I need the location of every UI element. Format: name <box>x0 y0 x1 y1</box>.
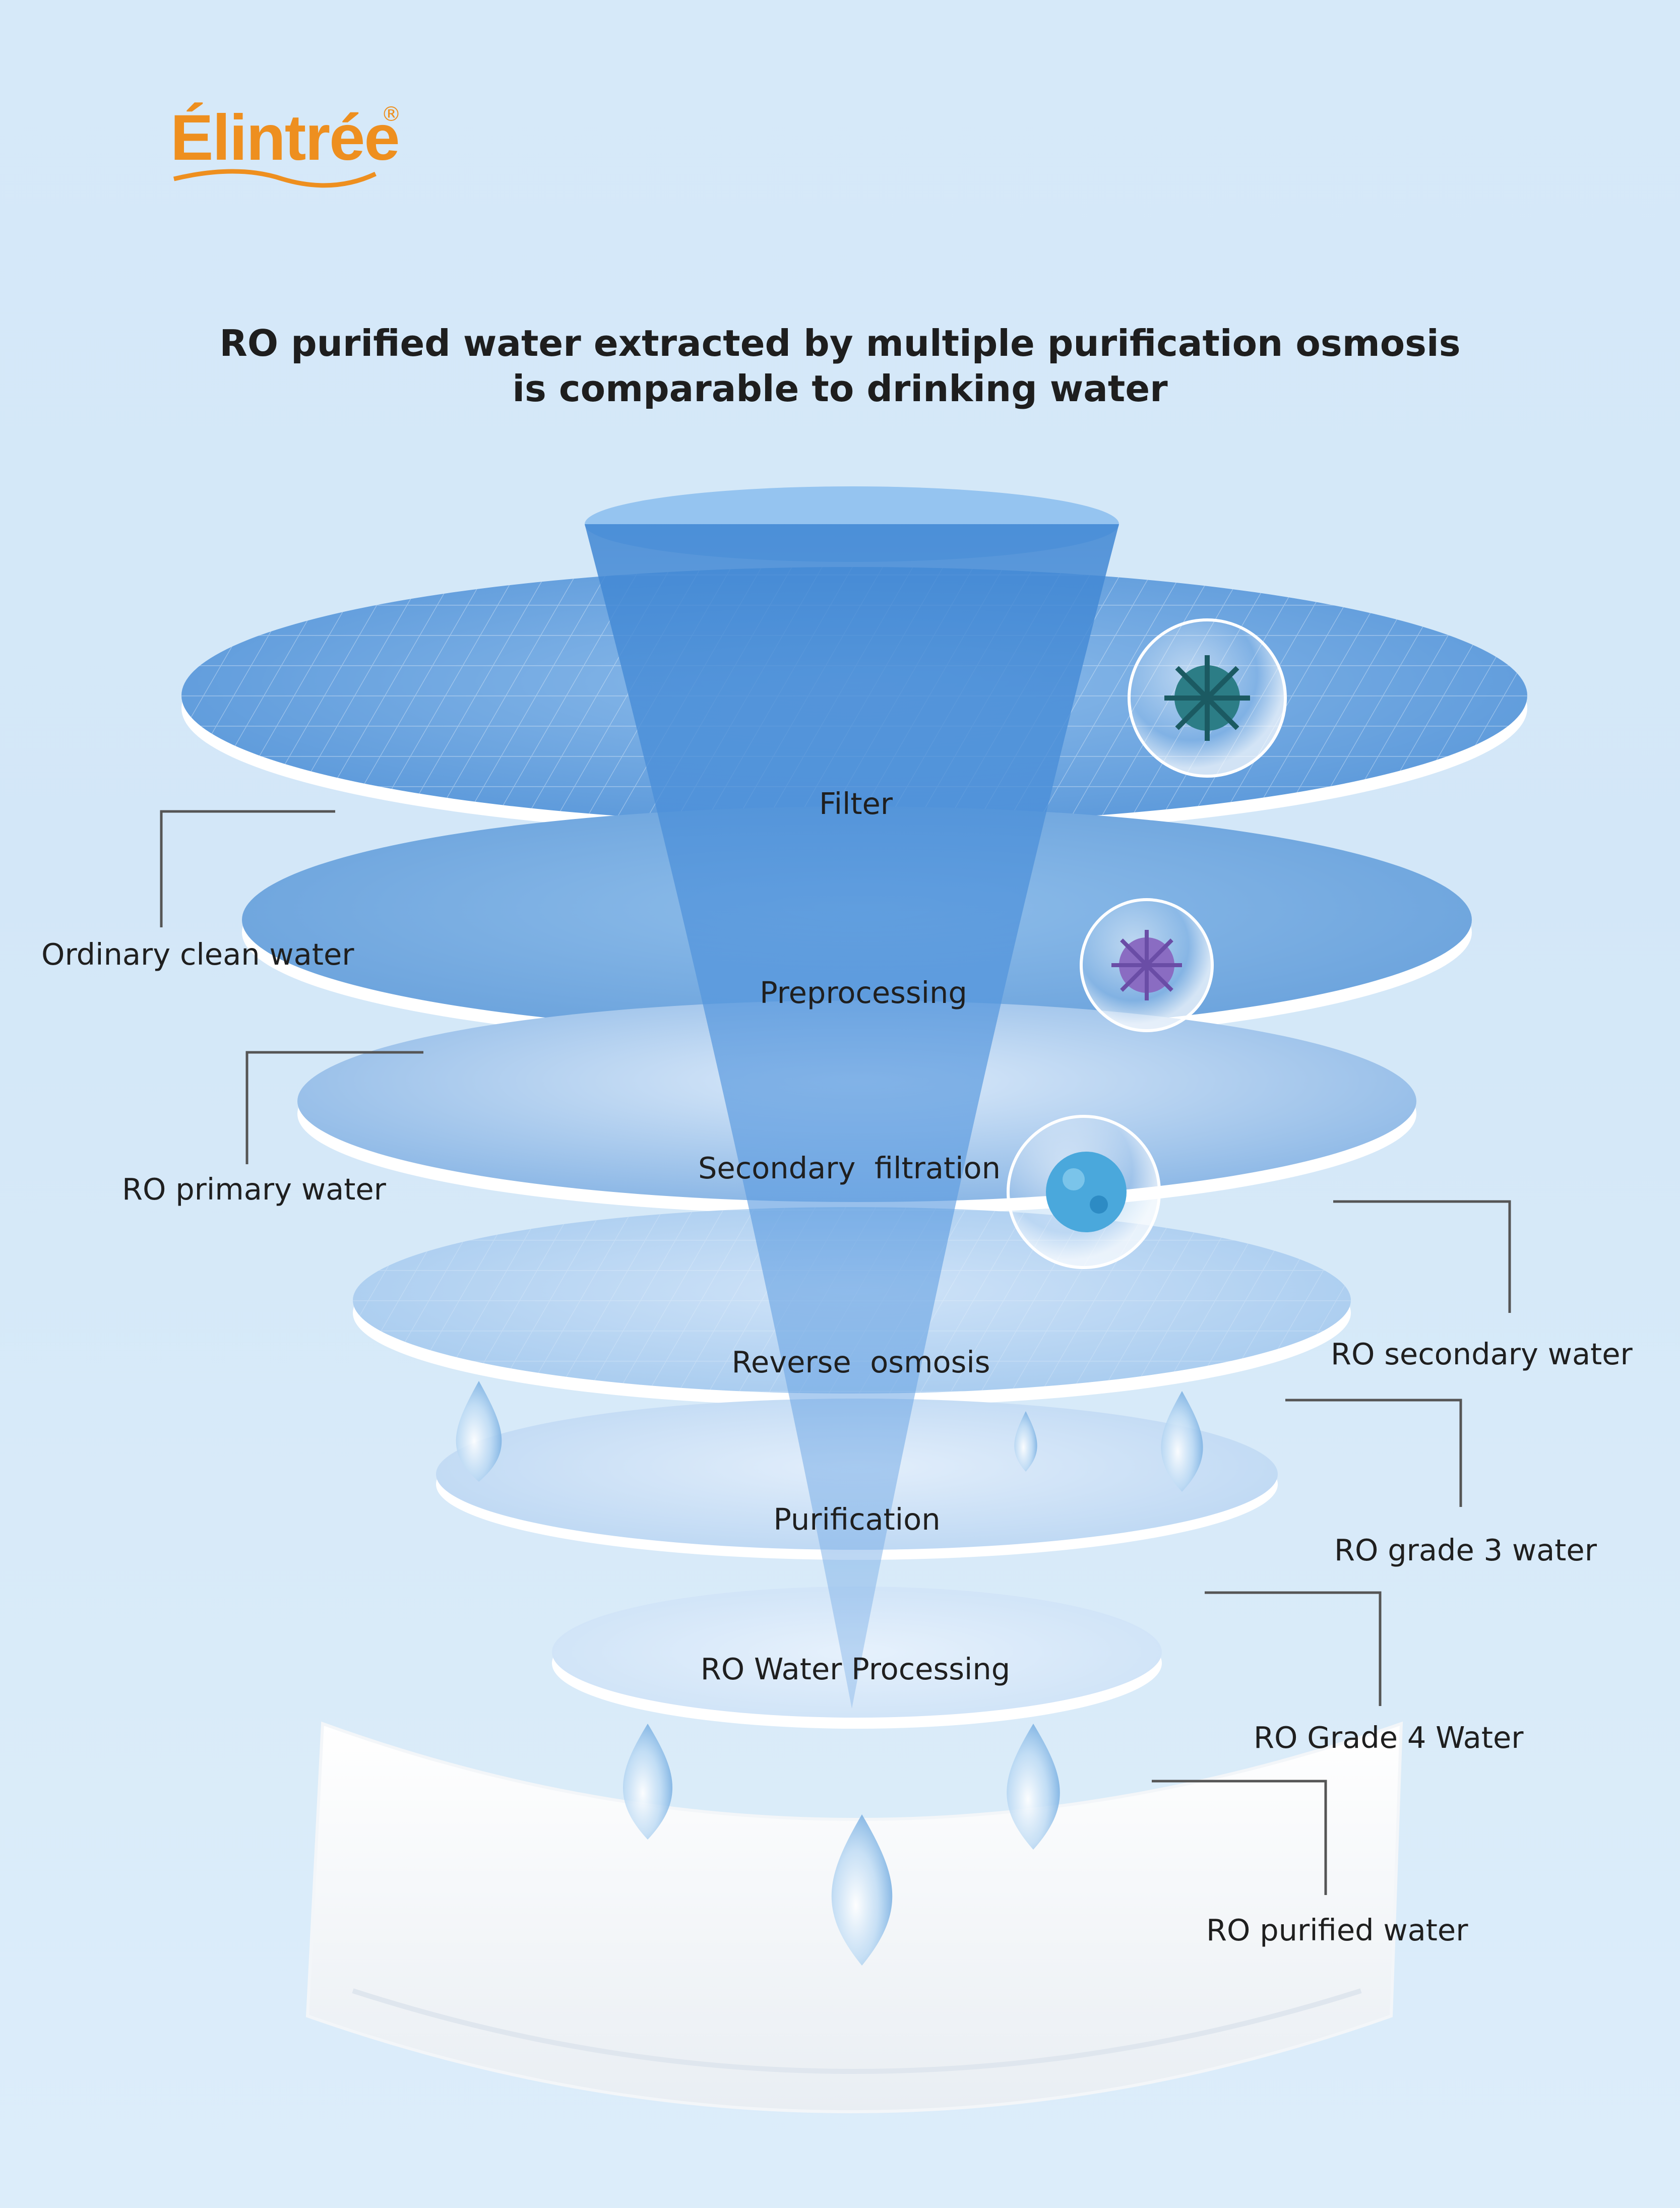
output-label-ro-secondary-water: RO secondary water <box>1331 1337 1633 1371</box>
output-label-ro-primary-water: RO primary water <box>122 1172 386 1207</box>
headline-line-1: RO purified water extracted by multiple … <box>219 322 1461 364</box>
microbe-bubble-3 <box>1007 1115 1161 1269</box>
microbe-bubble-2 <box>1080 898 1214 1032</box>
output-label-ro-grade-4-water: RO Grade 4 Water <box>1254 1720 1524 1755</box>
connector-ro-grade-3-water <box>1285 1399 1462 1507</box>
connector-lines <box>160 810 1511 1895</box>
headline-line-2: is comparable to drinking water <box>512 367 1168 410</box>
connector-ro-grade-4-water <box>1205 1591 1382 1706</box>
connector-ordinary-clean-water <box>160 810 335 927</box>
stage-label-preprocessing: Preprocessing <box>760 975 967 1010</box>
microbe-bubble-1 <box>1128 618 1287 778</box>
connector-ro-purified-water <box>1152 1780 1327 1895</box>
output-label-ro-grade-3-water: RO grade 3 water <box>1334 1533 1597 1567</box>
stage-label-filter: Filter <box>819 786 893 821</box>
water-drops <box>456 1381 1203 1966</box>
registered-mark: ® <box>381 103 401 126</box>
logo-swoosh <box>173 169 377 188</box>
connector-ro-secondary-water <box>1333 1200 1511 1313</box>
connector-ro-primary-water <box>245 1051 423 1164</box>
output-label-ordinary-clean-water: Ordinary clean water <box>41 937 354 972</box>
stage-label-purification: Purification <box>773 1502 941 1537</box>
stage-label-ro-water-processing: RO Water Processing <box>700 1652 1011 1686</box>
brand-name: Élintrée <box>170 102 400 174</box>
output-label-ro-purified-water: RO purified water <box>1206 1913 1468 1947</box>
stage-label-secondary-filtration: Secondary filtration <box>698 1151 1001 1185</box>
funnel <box>585 486 1119 1709</box>
stage-label-reverse-osmosis: Reverse osmosis <box>731 1345 990 1379</box>
brand-logo: Élintrée ® <box>170 102 412 207</box>
